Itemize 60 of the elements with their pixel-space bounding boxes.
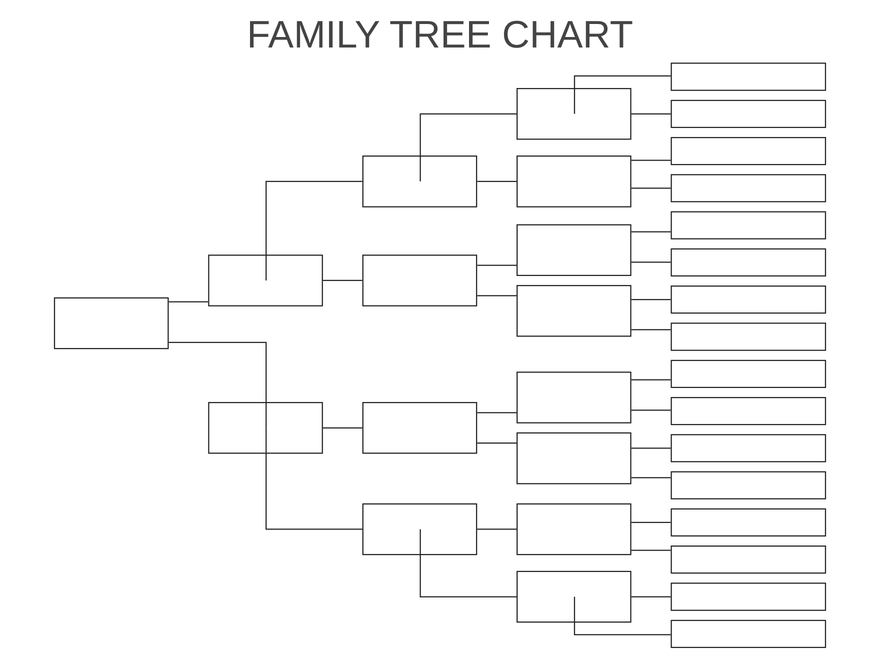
node-box [670, 546, 826, 574]
node-box [516, 503, 632, 556]
connector [477, 412, 517, 414]
node-box [516, 432, 632, 484]
connector [168, 342, 267, 428]
node-box [670, 136, 826, 166]
connector [631, 448, 671, 449]
node-box [362, 254, 478, 306]
connector [322, 280, 362, 282]
connector [168, 301, 208, 302]
node-box [670, 286, 826, 314]
connector [631, 550, 671, 551]
connector [477, 180, 517, 182]
node-box [670, 396, 826, 426]
connector [631, 379, 671, 380]
node-box [516, 224, 632, 276]
connector [631, 329, 671, 330]
node-box [670, 100, 826, 128]
node-box [670, 174, 826, 202]
node-box [516, 372, 632, 424]
connector [631, 522, 671, 524]
diagram-title: FAMILY TREE CHART [246, 14, 634, 57]
connector [266, 428, 362, 530]
connector [631, 299, 671, 300]
connector [631, 596, 671, 598]
node-box [54, 297, 169, 350]
node-box [670, 508, 826, 537]
node-box [516, 156, 632, 208]
connector [420, 529, 517, 598]
node-box [516, 284, 632, 337]
node-box [362, 503, 478, 556]
connector [631, 231, 671, 232]
node-box [670, 211, 826, 240]
node-box [516, 570, 632, 623]
node-box [670, 620, 826, 648]
node-box [362, 402, 478, 454]
node-box [516, 88, 632, 140]
node-box [670, 360, 826, 388]
connector [477, 264, 517, 266]
node-box [670, 582, 826, 611]
connector [477, 442, 517, 444]
connector [477, 528, 517, 530]
connector [631, 188, 671, 189]
node-box [208, 254, 323, 306]
node-box [670, 62, 826, 91]
node-box [670, 434, 826, 462]
connector [631, 410, 671, 411]
node-box [670, 322, 826, 351]
connector [266, 180, 362, 280]
connector [631, 477, 671, 478]
connector [420, 113, 517, 182]
connector [477, 295, 517, 296]
connector [322, 427, 362, 428]
connector [631, 262, 671, 263]
node-box [670, 471, 826, 500]
connector [631, 113, 671, 114]
node-box [208, 402, 323, 454]
node-box [362, 156, 478, 208]
connector [631, 160, 671, 161]
node-box [670, 248, 826, 277]
